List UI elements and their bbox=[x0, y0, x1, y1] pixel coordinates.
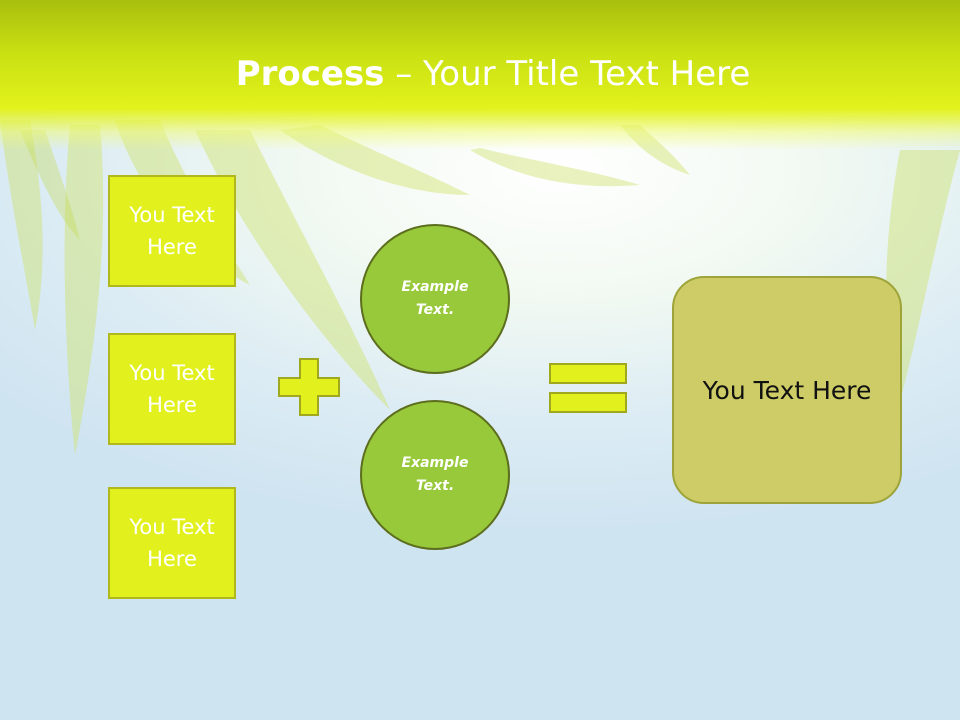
title-strong: Process bbox=[235, 54, 385, 94]
plus-icon-fill bbox=[280, 379, 338, 395]
title-band bbox=[0, 0, 960, 150]
circle-label: Example Text. bbox=[401, 455, 469, 494]
result-label: You Text Here bbox=[702, 375, 872, 405]
example-circle-2: Example Text. bbox=[360, 400, 510, 550]
equals-icon bbox=[549, 363, 627, 384]
title-rest: – Your Title Text Here bbox=[384, 54, 751, 94]
text-box-label: You Text Here bbox=[129, 515, 215, 571]
result-box: You Text Here bbox=[672, 276, 902, 504]
text-box-3: You Text Here bbox=[108, 487, 236, 599]
text-box-label: You Text Here bbox=[129, 203, 215, 259]
equals-icon-bottom-bar bbox=[549, 392, 627, 413]
text-box-1: You Text Here bbox=[108, 175, 236, 287]
example-circle-1: Example Text. bbox=[360, 224, 510, 374]
text-box-label: You Text Here bbox=[129, 361, 215, 417]
text-box-2: You Text Here bbox=[108, 333, 236, 445]
circle-label: Example Text. bbox=[401, 279, 469, 318]
slide-title: Process – Your Title Text Here bbox=[0, 52, 960, 96]
